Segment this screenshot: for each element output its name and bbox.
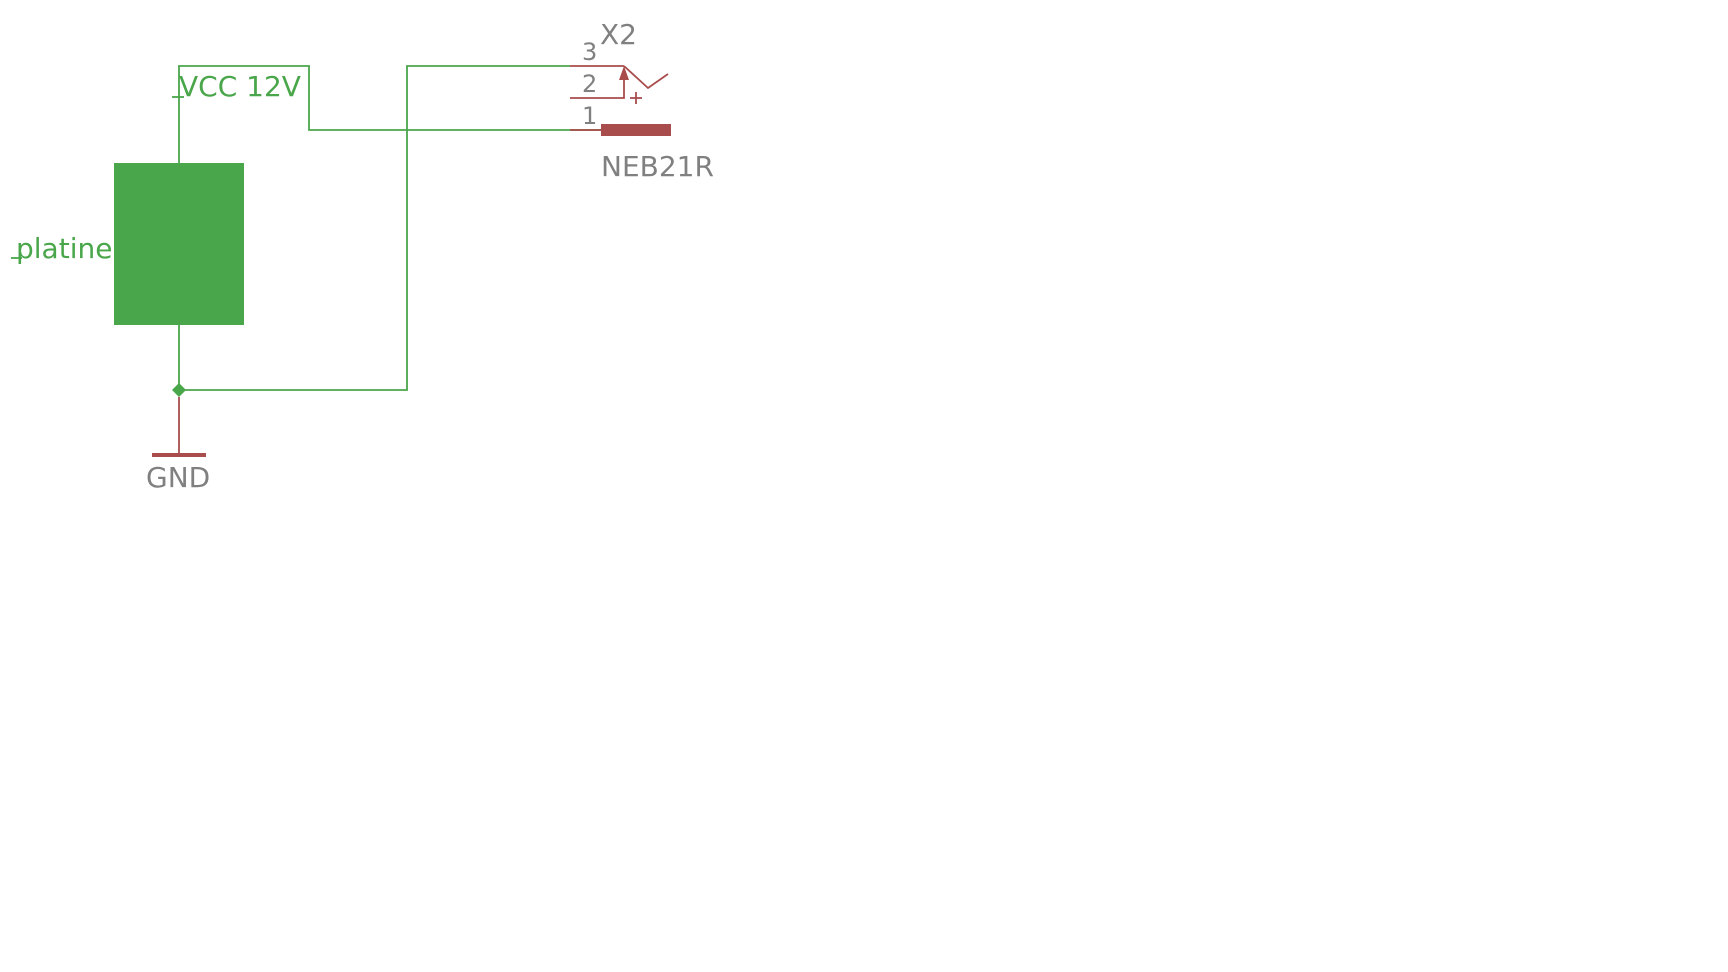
connector-pin-1-number: 1 <box>582 102 597 130</box>
connector-switch-contact <box>623 65 669 90</box>
connector-name: X2 <box>600 18 637 51</box>
connector-pin-2-lead <box>570 72 625 99</box>
gnd-junction-dot <box>172 383 186 397</box>
connector-pin-3-number: 3 <box>582 38 597 66</box>
connector-x2[interactable] <box>570 65 671 136</box>
platine-label: platine <box>16 232 112 265</box>
platine-component[interactable] <box>114 163 244 325</box>
gnd-label: GND <box>146 461 210 494</box>
connector-pin-2-arrow <box>619 66 629 80</box>
gnd-net-wire[interactable] <box>178 65 570 391</box>
connector-pin-2-number: 2 <box>582 70 597 98</box>
connector-barrel <box>601 124 671 136</box>
connector-value: NEB21R <box>601 150 714 183</box>
vcc-net-label: VCC 12V <box>179 70 301 103</box>
